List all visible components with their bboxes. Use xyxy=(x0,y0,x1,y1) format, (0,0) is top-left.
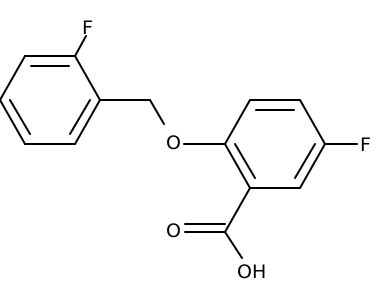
bond xyxy=(299,99,326,145)
benzoic-ring xyxy=(224,99,326,189)
bond xyxy=(0,55,26,101)
atom-label-oxygen: O xyxy=(166,132,181,154)
bond xyxy=(224,143,251,189)
aromatic-inner-bond xyxy=(294,143,316,179)
bond xyxy=(74,55,101,101)
bond-ch2-o xyxy=(149,99,165,125)
atom-label-fluorine: F xyxy=(82,17,93,39)
atom-label-fluorine: F xyxy=(360,134,371,156)
bond xyxy=(0,99,26,145)
aromatic-inner-bond xyxy=(69,99,91,135)
bond xyxy=(74,99,101,145)
bond-c-oh xyxy=(224,231,243,259)
bond-ring-carboxyl xyxy=(224,187,251,233)
aromatic-inner-bond xyxy=(9,99,31,135)
bond xyxy=(224,99,251,145)
fluorophenyl-ring xyxy=(0,55,101,145)
aromatic-inner-bond xyxy=(234,143,256,179)
bond-c-f xyxy=(74,35,87,57)
atom-label-oxygen: O xyxy=(166,220,181,242)
atom-label-hydroxyl: OH xyxy=(237,261,266,283)
bond xyxy=(299,143,326,189)
